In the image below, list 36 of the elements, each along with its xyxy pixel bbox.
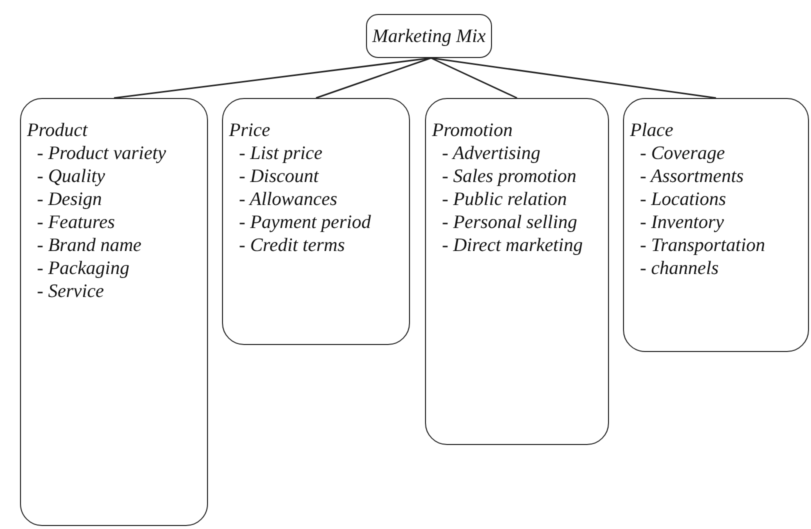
title-box [366,14,492,58]
category-heading: Promotion [432,119,514,142]
list-item: - Allowances [238,188,338,211]
list-item: - Product variety [36,142,168,165]
list-item: - Brand name [36,234,142,257]
list-item: - channels [639,257,720,280]
category-heading: Place [630,119,674,142]
connector-line [430,57,518,99]
list-item: - Advertising [441,142,542,165]
list-item: - Assortments [639,165,745,188]
list-item: - Public relation [441,188,568,211]
list-item: - Packaging [36,257,130,280]
list-item: - Sales promotion [441,165,578,188]
list-item: - Discount [238,165,320,188]
list-item: - Design [36,188,103,211]
category-box [623,98,809,352]
list-item: - Transportation [639,234,766,257]
list-item: - Features [36,211,116,234]
category-box [222,98,410,345]
connector-line [316,57,432,99]
connector-line [430,57,716,99]
list-item: - List price [238,142,324,165]
list-item: - Direct marketing [441,234,584,257]
list-item: - Credit terms [238,234,346,257]
list-item: - Inventory [639,211,725,234]
list-item: - Coverage [639,142,726,165]
list-item: - Quality [36,165,106,188]
category-box [425,98,609,445]
category-heading: Product [27,119,89,142]
category-box [20,98,208,526]
list-item: - Payment period [238,211,372,234]
list-item: - Service [36,280,105,303]
list-item: - Locations [639,188,728,211]
title-text: Marketing Mix [372,24,486,48]
list-item: - Personal selling [441,211,578,234]
category-heading: Price [229,119,272,142]
